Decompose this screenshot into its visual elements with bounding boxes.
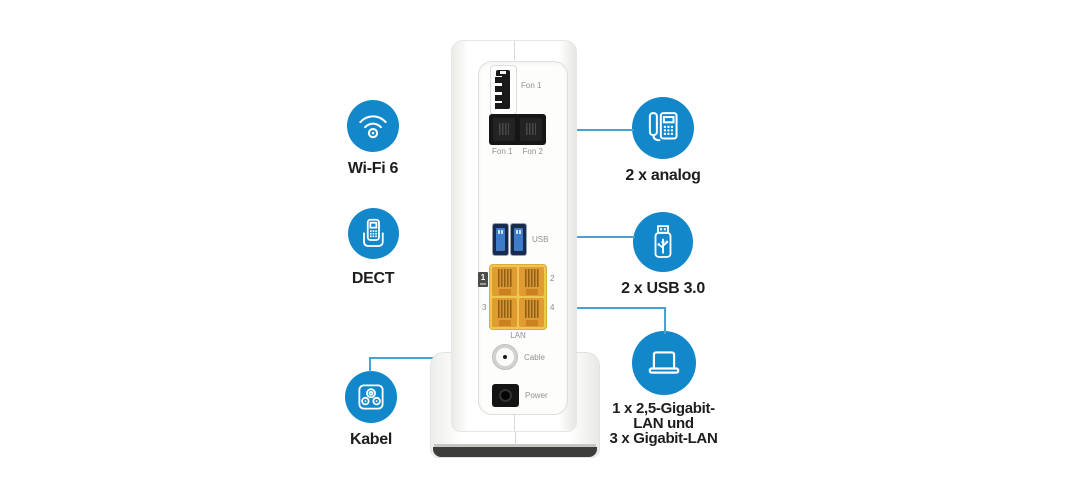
stand-foot (433, 447, 597, 457)
feature-lan: 1 x 2,5-Gigabit- LAN und 3 x Gigabit-LAN (596, 331, 731, 446)
feature-kabel: Kabel (311, 371, 431, 448)
line-usb (577, 236, 635, 238)
cable-socket-icon (345, 371, 397, 423)
line-lan-vertical (664, 307, 666, 334)
power-port (492, 384, 519, 407)
usb-port-1 (492, 223, 509, 256)
feature-label-usb: 2 x USB 3.0 (621, 280, 705, 297)
lan-label-line-1: 1 x 2,5-Gigabit- (612, 400, 715, 417)
laptop-icon (631, 331, 696, 395)
feature-label-wifi: Wi-Fi 6 (347, 160, 399, 177)
feature-dect: DECT (313, 208, 433, 287)
feature-analog: 2 x analog (603, 97, 723, 184)
port-panel: Fon 1 Fon 1 Fon 2 USB (478, 61, 568, 415)
body-seam-bottom (514, 411, 515, 431)
wifi-icon (347, 100, 399, 152)
fon1-port (493, 118, 515, 141)
stand-trim (434, 444, 596, 447)
coax-cable-port (492, 344, 518, 370)
fon2-port (520, 118, 542, 141)
lan-port-4 (519, 298, 544, 327)
tae-connector (495, 70, 511, 109)
power-port-label: Power (525, 391, 548, 400)
lan-port-1 (492, 267, 517, 296)
line-analog (577, 129, 634, 131)
lan-port-2 (519, 267, 544, 296)
lan-port-3 (492, 298, 517, 327)
feature-label-dect: DECT (351, 270, 395, 287)
usb-stick-icon (633, 212, 693, 272)
line-lan-horizontal (577, 307, 666, 309)
fon1-label: Fon 1 (492, 147, 513, 156)
lan-ports-label: LAN (510, 331, 526, 340)
fon-ports-block (489, 114, 546, 145)
fon-port-labels: Fon 1 Fon 2 (487, 147, 548, 156)
router-body: Fon 1 Fon 1 Fon 2 USB (451, 40, 577, 432)
cable-port-label: Cable (524, 353, 545, 362)
lan-port3-number: 3 (482, 303, 487, 312)
usb-ports (492, 223, 527, 256)
line-kabel-vertical (369, 357, 371, 372)
tae-port-label: Fon 1 (521, 81, 542, 90)
lan-port2-number: 2 (550, 274, 555, 283)
lan-port4-number: 4 (550, 303, 555, 312)
lan-label-line-2: LAN und (633, 415, 694, 432)
body-seam-top (514, 41, 515, 60)
dect-phone-icon (347, 208, 399, 259)
usb-port-2 (510, 223, 527, 256)
usb-ports-label: USB (532, 235, 549, 244)
feature-label-kabel: Kabel (349, 431, 393, 448)
fon2-label: Fon 2 (522, 147, 543, 156)
line-kabel-horizontal (369, 357, 442, 359)
feature-usb: 2 x USB 3.0 (603, 212, 723, 297)
lan-label-line-3: 3 x Gigabit-LAN (609, 430, 718, 447)
feature-label-analog: 2 x analog (625, 167, 701, 184)
lan-port1-badge: 1 (478, 272, 488, 287)
lan-port1-number: 1 (480, 273, 486, 282)
lan-ports-block (489, 264, 547, 330)
tae-port (490, 65, 517, 115)
desk-phone-icon (632, 97, 694, 159)
feature-label-lan: 1 x 2,5-Gigabit- LAN und 3 x Gigabit-LAN (609, 401, 717, 446)
feature-wifi: Wi-Fi 6 (313, 100, 433, 177)
